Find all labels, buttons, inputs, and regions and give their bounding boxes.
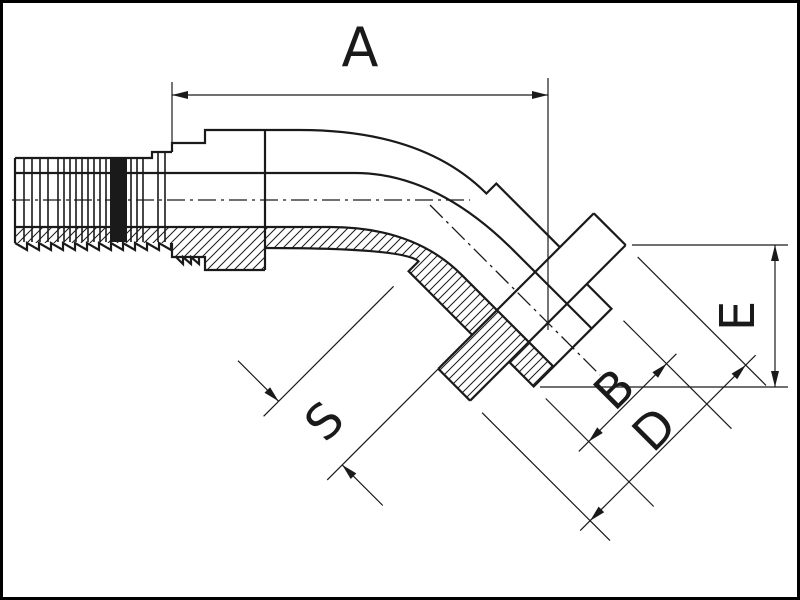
dim-a-arrow-right (532, 91, 548, 99)
flange-rim-top (593, 212, 627, 246)
dim-s-arrow-1 (264, 387, 279, 402)
dim-a-arrow-left (172, 91, 188, 99)
dim-b-arrow-2 (652, 363, 667, 378)
barb-ridges (23, 153, 166, 242)
flange-back-face (437, 212, 595, 370)
dim-s-ext-2 (326, 349, 458, 481)
dim-d-arrow-1 (590, 506, 605, 521)
dim-d-arrow-2 (731, 365, 746, 380)
dim-label-a: A (342, 16, 379, 79)
dim-d-ext-2 (481, 412, 611, 542)
collar-wall-hatch (172, 227, 265, 270)
dim-b-ext-1 (623, 320, 732, 430)
flange-rim-bottom (437, 368, 471, 402)
dim-s-ext-1 (263, 285, 395, 417)
bore-upper-wall (15, 171, 593, 330)
dim-d-ext-1 (637, 256, 767, 386)
dim-e: E (540, 244, 788, 388)
dim-s-arrow-2 (342, 464, 357, 479)
elbow-outer-top (265, 128, 561, 248)
elbow-outer-bottom (264, 246, 473, 336)
diagonal-centerline (429, 204, 601, 376)
dim-b-ext-2 (545, 398, 655, 507)
dim-label-e: E (710, 301, 766, 331)
hose-tail (13, 150, 593, 368)
collar-notch (175, 254, 201, 267)
dim-e-arrow-bottom (771, 371, 779, 387)
bore-lower-wall (15, 225, 555, 368)
elbow-wall-hatch (265, 227, 554, 401)
dim-e-arrow-top (771, 245, 779, 261)
elbow-bend (264, 128, 561, 336)
dim-b-arrow-1 (588, 427, 603, 442)
dim-a: A (171, 16, 549, 330)
barb-teeth (14, 241, 173, 252)
dim-d-line (579, 354, 757, 532)
dark-seal-band (110, 159, 127, 242)
pilot-nose (508, 283, 614, 389)
